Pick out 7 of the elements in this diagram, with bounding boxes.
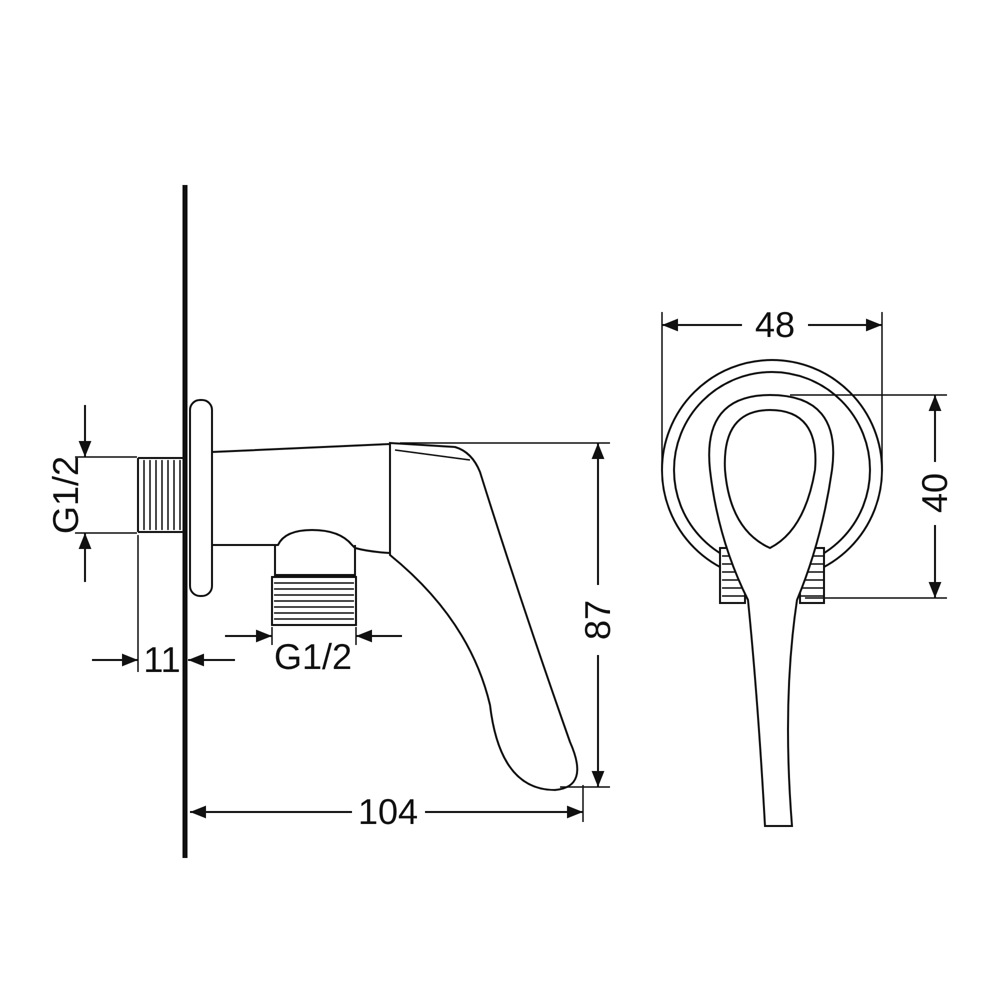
dimension-label: 11 [143, 642, 181, 678]
dimension-label: G1/2 [48, 456, 84, 534]
dimension-label: 48 [754, 307, 796, 343]
dimension-label: 87 [580, 600, 616, 640]
dimension-label: 104 [358, 794, 418, 830]
dimension-label: G1/2 [274, 639, 352, 675]
dimension-label: 40 [917, 472, 953, 514]
